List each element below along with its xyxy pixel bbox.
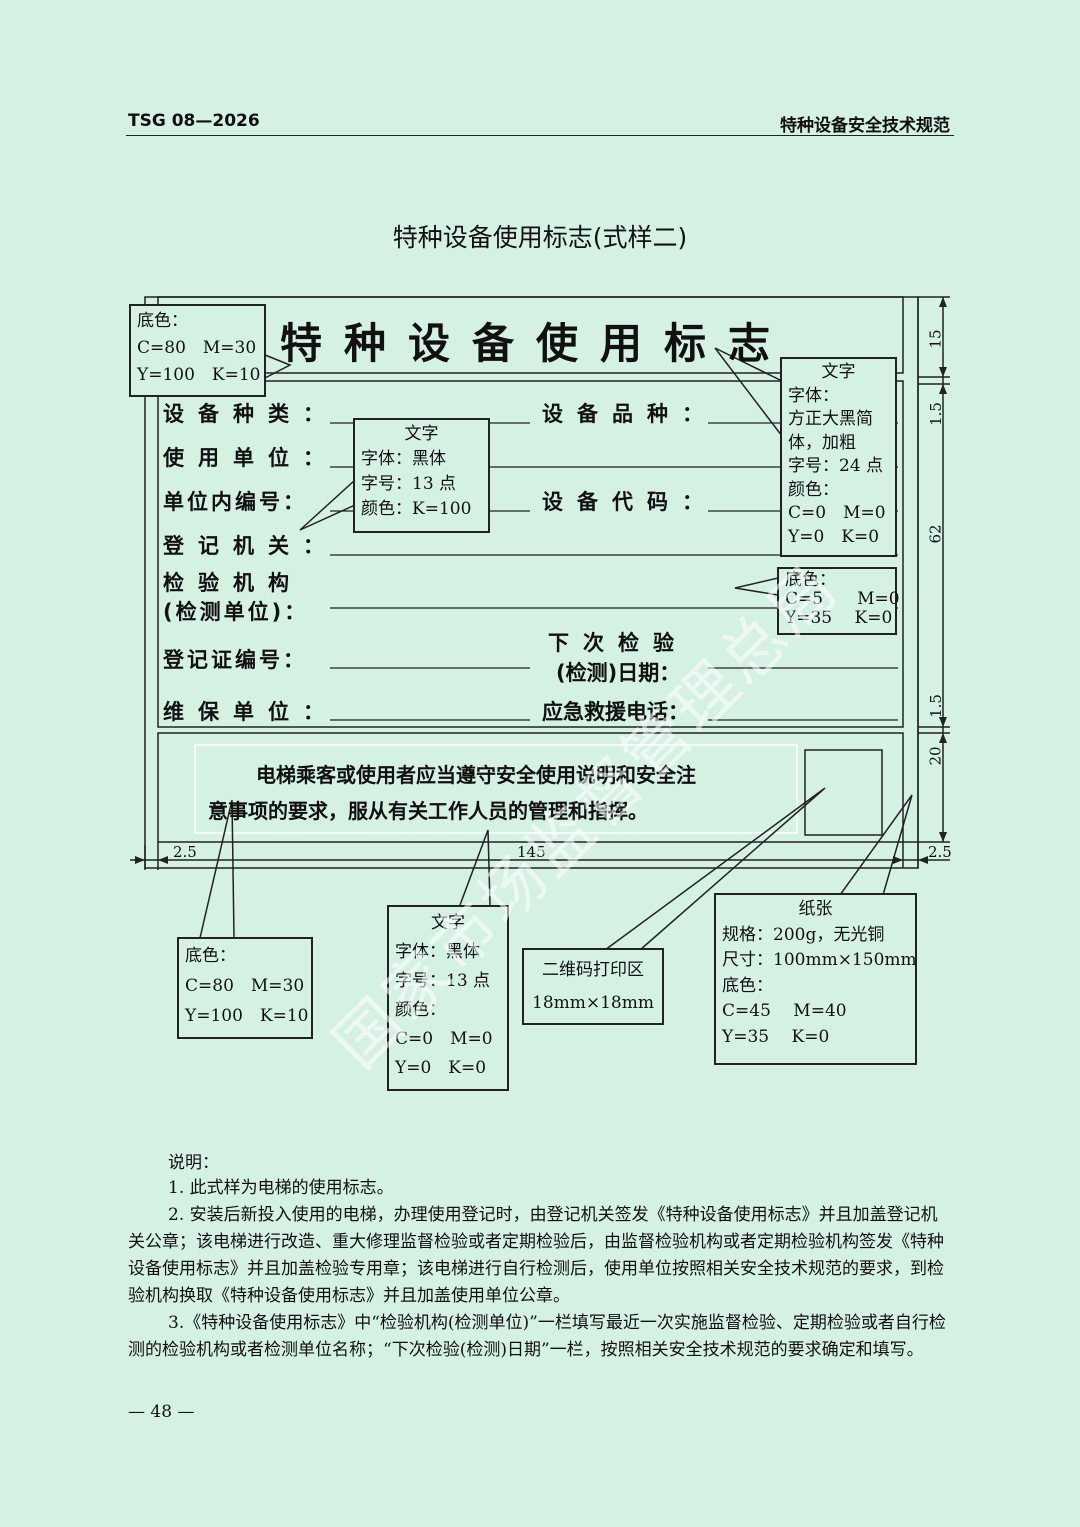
field-label: 登记机关： [163, 534, 338, 558]
field-label: 设备品种： [542, 402, 717, 426]
dim-body: 62 [926, 524, 945, 544]
field-label: 检验机构 [163, 571, 303, 595]
sign-message-line1: 电梯乘客或使用者应当遵守安全使用说明和安全注 [256, 763, 696, 787]
sign-message-line2: 意事项的要求，服从有关工作人员的管理和指挥。 [208, 799, 648, 823]
field-label: 登记证编号： [163, 648, 307, 672]
header-category: 特种设备安全技术规范 [780, 116, 950, 136]
dim-row: 1.5 [926, 402, 945, 426]
callout-text-fields: 文字字体：黑体字号：13 点颜色：K=100 [353, 418, 490, 533]
note-item: 2. 安装后新投入使用的电梯，办理使用登记时，由登记机关签发《特种设备使用标志》… [128, 1205, 944, 1306]
field-label: (检测单位)： [163, 600, 309, 624]
field-label: 单位内编号： [163, 490, 307, 514]
note-item: 1. 此式样为电梯的使用标志。 [168, 1178, 394, 1198]
dim-right: 2.5 [928, 843, 952, 861]
field-label: (检测)日期： [556, 661, 681, 685]
header-rule [126, 135, 954, 136]
note-item: 3.《特种设备使用标志》中“检验机构(检测单位)”一栏填写最近一次实施监督检验、… [128, 1313, 946, 1360]
dim-width: 145 [517, 843, 546, 861]
field-label: 应急救援电话： [542, 700, 689, 724]
dim-bottom: 20 [926, 746, 945, 766]
page-title: 特种设备使用标志(式样二) [392, 223, 688, 252]
notes-heading: 说明： [168, 1153, 219, 1173]
field-label: 维保单位： [163, 700, 338, 724]
dim-top: 15 [926, 329, 945, 349]
dim-row2: 1.5 [926, 694, 945, 718]
header-code: TSG 08—2026 [128, 111, 260, 131]
sign-heading: 特种设备使用标志 [280, 319, 793, 368]
page-number: — 48 — [128, 1402, 195, 1422]
field-label: 下次检验 [548, 631, 688, 655]
field-label: 设备代码： [542, 490, 717, 514]
field-label: 设备种类： [163, 402, 338, 426]
field-label: 使用单位： [163, 446, 338, 470]
dim-left: 2.5 [173, 843, 197, 861]
